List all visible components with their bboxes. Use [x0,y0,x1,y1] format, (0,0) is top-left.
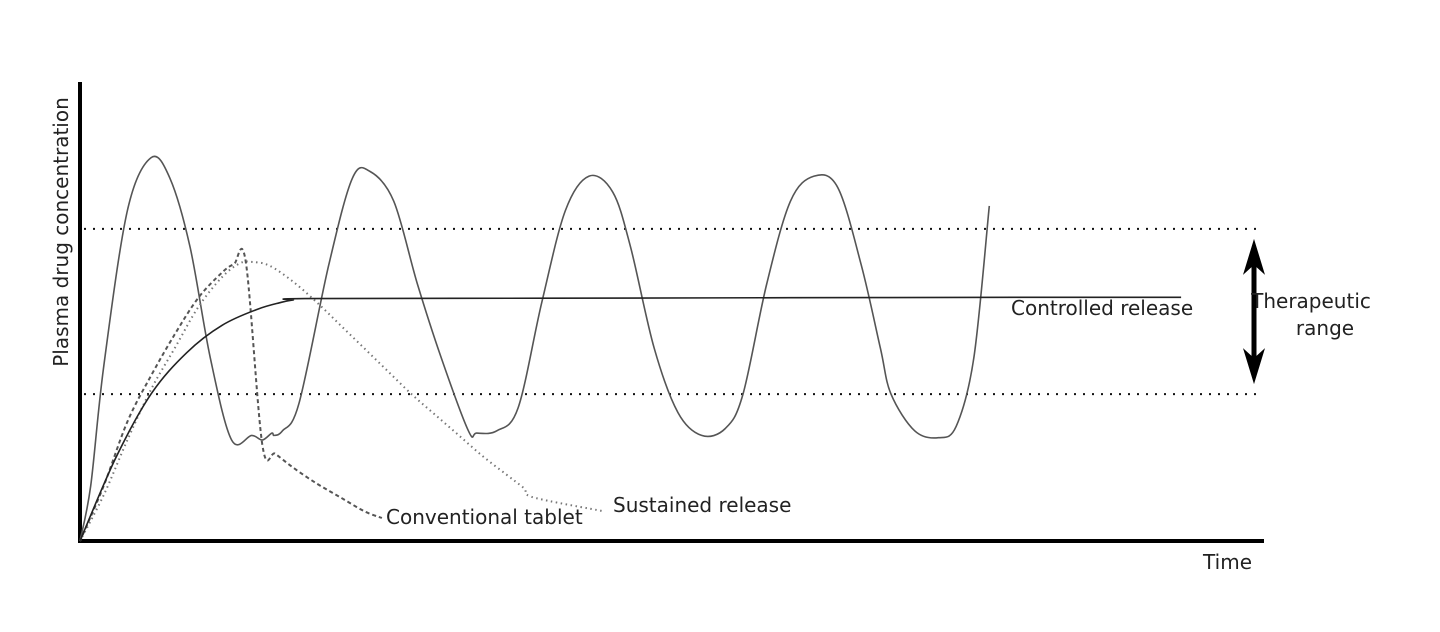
series-group [79,155,1182,542]
y-axis-label: Plasma drug concentration [49,97,73,367]
sustained-release-label: Sustained release [613,493,791,517]
series-line-3 [79,296,1182,542]
therapeutic-range-arrow [1243,238,1265,385]
therapeutic-label-line2: range [1296,316,1354,340]
x-axis-label: Time [1202,550,1252,574]
therapeutic-label-line1: Therapeutic [1250,289,1371,313]
conventional-tablet-label: Conventional tablet [386,505,583,529]
series-line-0 [79,155,991,542]
series-line-2 [79,247,383,542]
controlled-release-label: Controlled release [1011,296,1193,320]
